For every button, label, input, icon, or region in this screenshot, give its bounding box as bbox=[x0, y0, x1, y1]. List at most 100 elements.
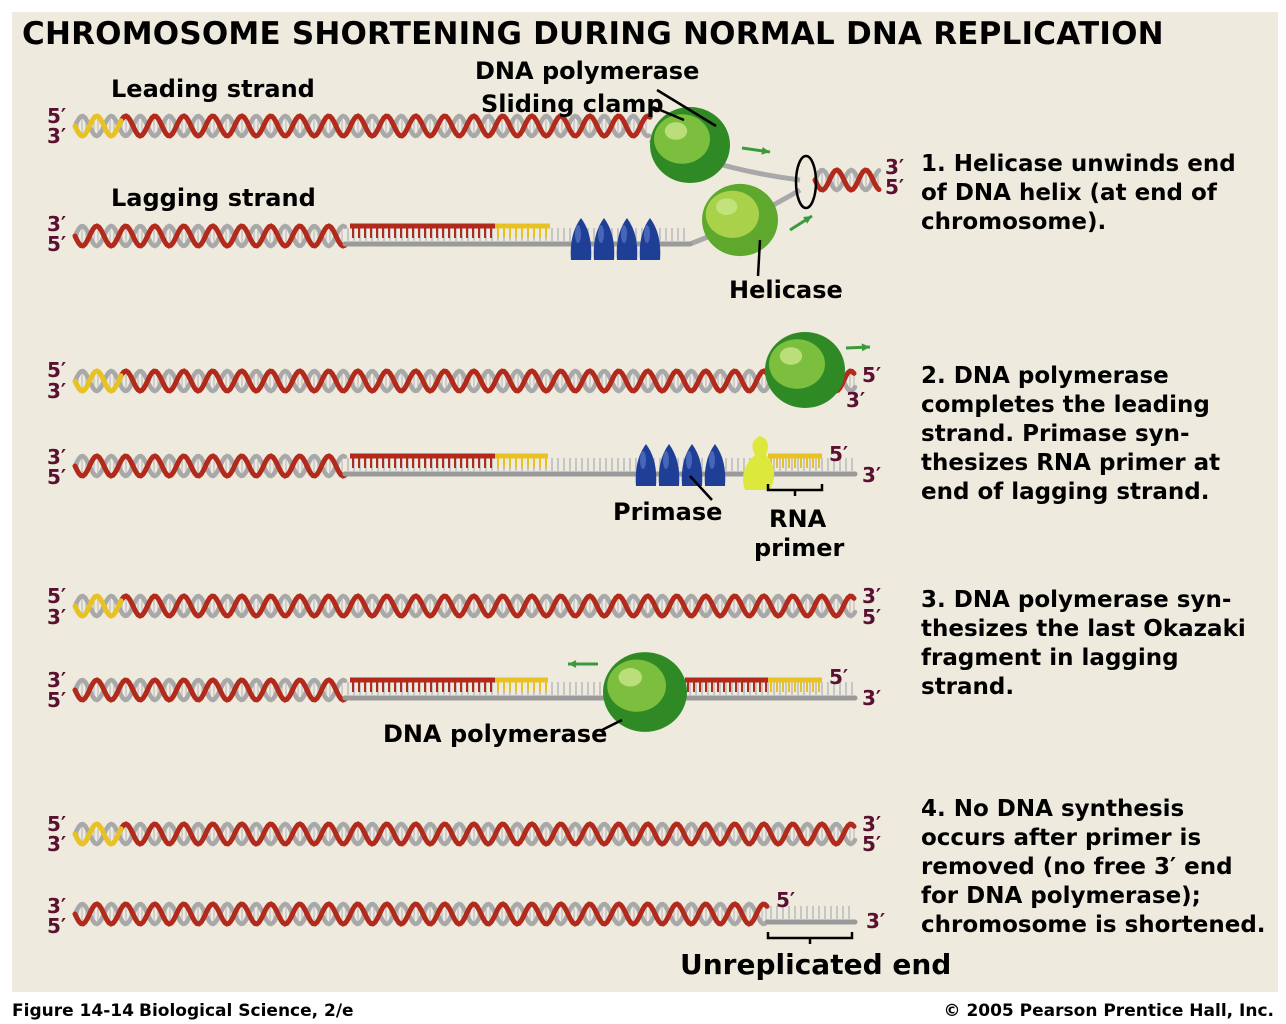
strand bbox=[72, 223, 348, 249]
strand bbox=[72, 453, 348, 479]
step-3-text: 3. DNA polymerase syn- thesizes the last… bbox=[921, 586, 1271, 702]
step-4-line-5: chromosome is shortened. bbox=[921, 912, 1266, 938]
p1-parent-helix bbox=[812, 167, 882, 193]
step-1-line-3: chromosome). bbox=[921, 209, 1107, 235]
primase-gloss bbox=[598, 225, 604, 243]
step-3-line-4: strand. bbox=[921, 674, 1015, 700]
proteins bbox=[570, 107, 845, 732]
p2-primer-synthesizing-primase bbox=[742, 436, 775, 490]
step-4-line-2: occurs after primer is bbox=[921, 825, 1202, 851]
strand bbox=[72, 453, 348, 479]
p1-polymerase-arrow bbox=[741, 146, 771, 155]
end-5-p3-lag-primer: 5′ bbox=[829, 665, 849, 689]
label-helicase: Helicase bbox=[729, 276, 843, 304]
primase-gloss bbox=[644, 225, 650, 243]
step-1-text: 1. Helicase unwinds end of DNA helix (at… bbox=[921, 150, 1271, 237]
telomere-primer-remnant bbox=[72, 593, 124, 619]
p1-lagging-helix bbox=[72, 223, 348, 249]
strand bbox=[72, 677, 348, 703]
end-3-p2-lag-right: 3′ bbox=[862, 463, 882, 487]
step-4-line-4: for DNA polymerase); bbox=[921, 883, 1201, 909]
p3-lagging-helix bbox=[72, 677, 348, 703]
end-5-p2-lag-left: 5′ bbox=[47, 465, 67, 489]
end-3-p4-lead-right: 3′ bbox=[862, 812, 882, 836]
end-5-p3-lead-right: 5′ bbox=[862, 605, 882, 629]
step-4-line-1: 4. No DNA synthesis bbox=[921, 796, 1185, 822]
protein-highlight bbox=[654, 114, 710, 164]
arrow-head bbox=[861, 343, 870, 352]
step-4-text: 4. No DNA synthesis occurs after primer … bbox=[921, 795, 1271, 940]
strand bbox=[72, 677, 348, 703]
end-3-p1-lead-left: 3′ bbox=[47, 124, 67, 148]
end-3-p3-lead-left: 3′ bbox=[47, 605, 67, 629]
p1-leader-helicase bbox=[756, 239, 762, 277]
end-5-p4-lag-left: 5′ bbox=[47, 914, 67, 938]
protein-highlight bbox=[705, 190, 760, 238]
protein-gloss bbox=[664, 122, 688, 140]
p3-leader-dna-polymerase bbox=[599, 718, 623, 733]
strand bbox=[812, 167, 882, 193]
end-5-p1-right: 5′ bbox=[885, 175, 905, 199]
footer-figure-number: Figure 14-14 bbox=[12, 1001, 134, 1021]
end-5-p2-lead-right: 5′ bbox=[862, 363, 882, 387]
end-5-p4-lag-short: 5′ bbox=[776, 888, 796, 912]
p1-helicase bbox=[702, 183, 778, 257]
p3-leading-helix bbox=[72, 593, 858, 619]
step-2-line-4: thesizes RNA primer at bbox=[921, 450, 1221, 476]
primase-gloss bbox=[663, 451, 669, 469]
arrow-head bbox=[803, 216, 812, 224]
arrow-head bbox=[761, 146, 770, 155]
primase-gloss bbox=[709, 451, 715, 469]
p2-brace-rna-primer bbox=[766, 484, 824, 496]
p2-primase bbox=[635, 444, 726, 486]
telomere-primer-remnant bbox=[72, 821, 124, 847]
primase-gloss bbox=[575, 225, 581, 243]
p4-lagging-helix bbox=[72, 901, 770, 927]
p3-lagging-template bbox=[342, 677, 858, 701]
end-3-p4-lag-right: 3′ bbox=[866, 909, 886, 933]
p2-leader-primase bbox=[689, 475, 713, 501]
arrow-head bbox=[568, 660, 577, 668]
end-5-p2-lead-left: 5′ bbox=[47, 358, 67, 382]
step-1-line-1: 1. Helicase unwinds end bbox=[921, 151, 1236, 177]
end-3-p2-lead-right: 3′ bbox=[846, 388, 866, 412]
end-3-p2-lag-left: 3′ bbox=[47, 445, 67, 469]
end-3-p4-lag-left: 3′ bbox=[47, 894, 67, 918]
step-2-line-2: completes the leading bbox=[921, 392, 1210, 418]
p1-lagging-template bbox=[342, 223, 693, 247]
step-3-line-2: thesizes the last Okazaki bbox=[921, 616, 1246, 642]
p1-unwind-rotation bbox=[794, 154, 818, 210]
leader-lines bbox=[568, 88, 871, 944]
end-3-p1-lag-left: 3′ bbox=[47, 212, 67, 236]
end-5-p4-lead-right: 5′ bbox=[862, 832, 882, 856]
protein-gloss bbox=[779, 347, 803, 365]
p1-leader-sliding-clamp bbox=[652, 105, 685, 122]
label-dna-polymerase: DNA polymerase bbox=[475, 57, 700, 85]
p2-polymerase-arrow bbox=[845, 343, 871, 352]
figure-title: CHROMOSOME SHORTENING DURING NORMAL DNA … bbox=[22, 16, 1164, 52]
single-strand-templates bbox=[342, 223, 858, 925]
p4-leading-helix bbox=[72, 821, 858, 847]
end-5-p4-lead-left: 5′ bbox=[47, 812, 67, 836]
step-3-line-1: 3. DNA polymerase syn- bbox=[921, 587, 1232, 613]
label-sliding-clamp: Sliding clamp bbox=[481, 90, 664, 118]
strand bbox=[812, 167, 882, 193]
step-4-line-3: removed (no free 3′ end bbox=[921, 854, 1233, 880]
end-3-p2-lead-left: 3′ bbox=[47, 379, 67, 403]
end-5-p1-lead-left: 5′ bbox=[47, 104, 67, 128]
end-5-p3-lead-left: 5′ bbox=[47, 584, 67, 608]
p2-lagging-helix bbox=[72, 453, 348, 479]
primase-subunit bbox=[570, 218, 592, 260]
strand bbox=[117, 593, 857, 619]
primase-subunit bbox=[704, 444, 726, 486]
end-3-p4-lead-left: 3′ bbox=[47, 832, 67, 856]
label-rna: RNA bbox=[769, 505, 827, 533]
telomere-primer-remnant bbox=[72, 113, 124, 139]
step-1-line-2: of DNA helix (at end of bbox=[921, 180, 1217, 206]
p1-dna-polymerase bbox=[650, 107, 730, 183]
label-unreplicated-end: Unreplicated end bbox=[680, 948, 952, 981]
primase-subunit bbox=[639, 218, 661, 260]
end-3-p3-lag-left: 3′ bbox=[47, 668, 67, 692]
step-3-line-3: fragment in lagging bbox=[921, 645, 1179, 671]
